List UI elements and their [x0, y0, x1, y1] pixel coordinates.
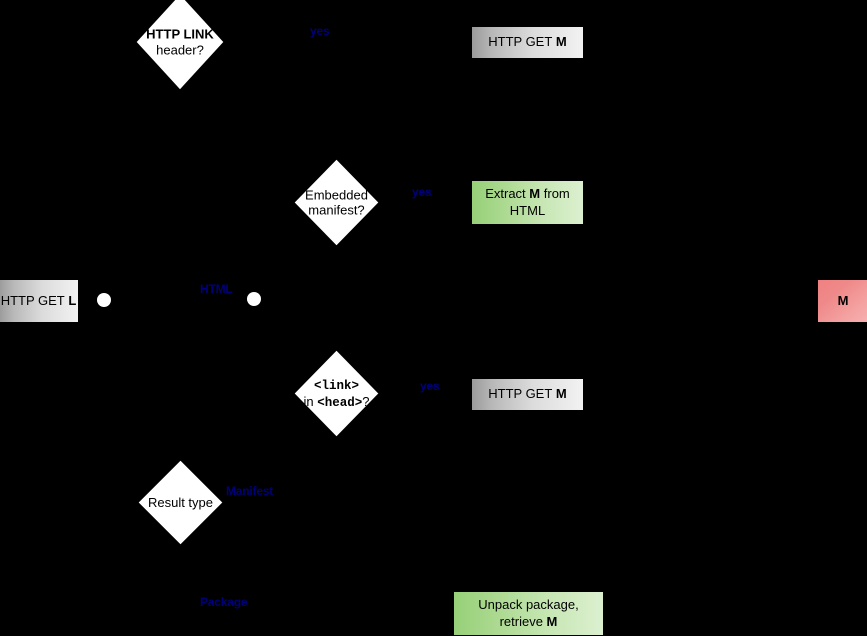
node-extract-m-from-html-label: Extract M from HTML: [485, 186, 570, 218]
decision-link-in-head[interactable]: <link> in <head>?: [294, 350, 379, 437]
node-manifest-m-label: M: [837, 292, 849, 308]
node-http-get-l[interactable]: HTTP GET L: [0, 279, 79, 323]
node-unpack-package[interactable]: Unpack package, retrieve M: [453, 591, 604, 636]
decision-embedded-manifest[interactable]: Embedded manifest?: [294, 159, 379, 246]
node-http-get-m-bottom[interactable]: HTTP GET M: [471, 378, 584, 411]
node-manifest-m[interactable]: M: [817, 279, 867, 323]
edge-label-manifest: Manifest: [226, 484, 274, 498]
edge-label-yes-top: yes: [310, 24, 330, 38]
node-unpack-package-label: Unpack package, retrieve M: [478, 597, 579, 629]
diamond-shape-icon: [136, 0, 224, 90]
junction-dot-after-get-l: [97, 293, 111, 307]
diamond-shape-icon: [294, 350, 379, 437]
node-extract-m-from-html[interactable]: Extract M from HTML: [471, 180, 584, 225]
diamond-shape-icon: [294, 159, 379, 246]
edge-label-package: Package: [200, 595, 248, 609]
edge-label-yes-embedded: yes: [412, 185, 432, 199]
edge-label-yes-link: yes: [420, 379, 440, 393]
decision-http-link-header[interactable]: HTTP LINK header?: [136, 0, 224, 90]
decision-result-type[interactable]: Result type: [138, 460, 223, 545]
diamond-shape-icon: [138, 460, 223, 545]
node-http-get-m-bottom-label: HTTP GET M: [488, 386, 567, 402]
junction-dot-after-html: [247, 292, 261, 306]
node-http-get-m-top[interactable]: HTTP GET M: [471, 26, 584, 59]
node-http-get-l-label: HTTP GET L: [0, 292, 77, 308]
edge-label-html: HTML: [200, 282, 233, 296]
node-http-get-m-top-label: HTTP GET M: [488, 34, 567, 50]
